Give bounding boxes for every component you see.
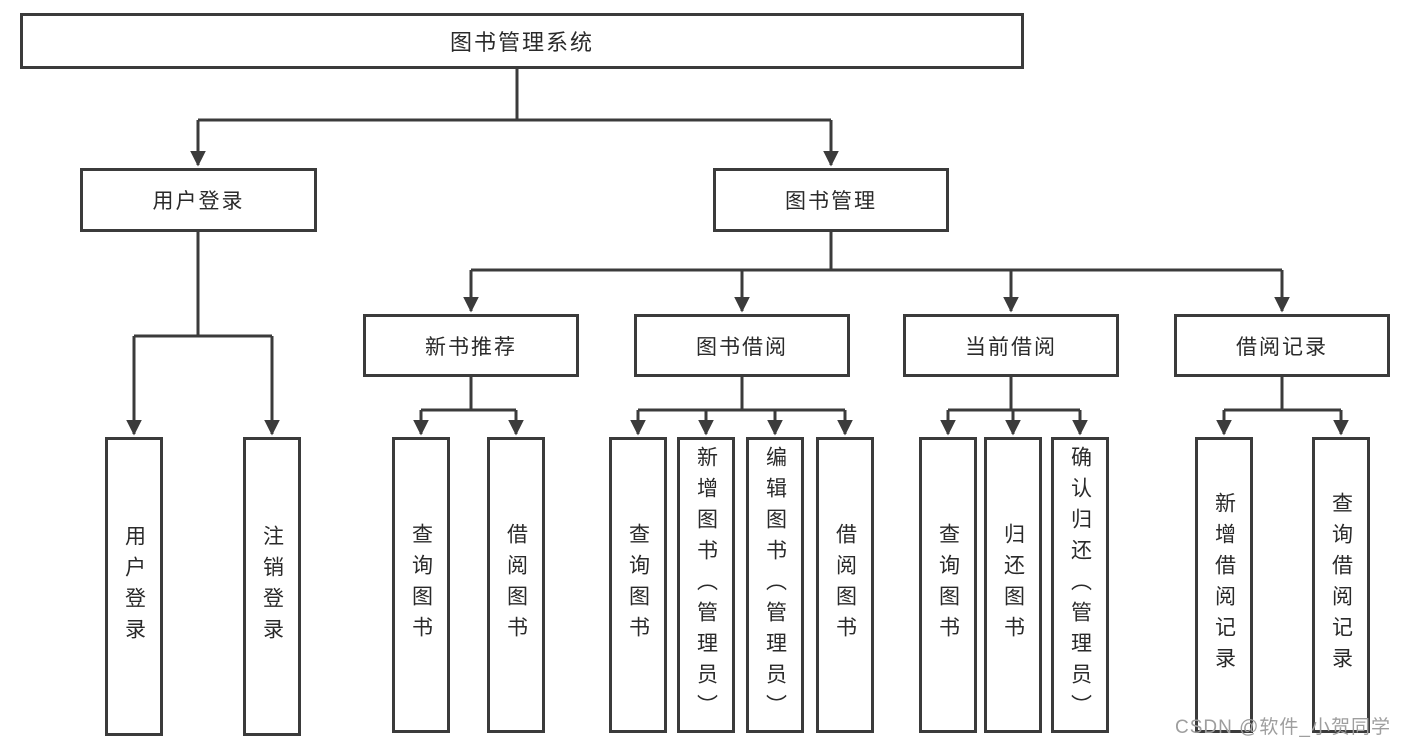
- node-root-label: 图书管理系统: [449, 30, 594, 55]
- node-book-borrow: 图书借阅: [634, 314, 850, 377]
- leaf-borrow-edit-books-admin: 编辑图书（管理员）: [746, 437, 804, 733]
- node-new-book-recommend-label: 新书推荐: [425, 335, 517, 359]
- node-borrow-records-label: 借阅记录: [1236, 335, 1328, 359]
- leaf-borrow-query-books-label: 查询图书: [626, 523, 650, 647]
- leaf-logout: 注销登录: [243, 437, 301, 736]
- leaf-recommend-borrow-books: 借阅图书: [487, 437, 545, 733]
- leaf-records-query-record-label: 查询借阅记录: [1329, 492, 1353, 678]
- leaf-current-confirm-return-admin-label: 确认归还（管理员）: [1068, 445, 1092, 725]
- connector-arrows: [126, 120, 1349, 436]
- leaf-records-add-record-label: 新增借阅记录: [1212, 492, 1236, 678]
- node-current-borrow-label: 当前借阅: [965, 335, 1057, 359]
- node-new-book-recommend: 新书推荐: [363, 314, 579, 377]
- node-book-management-label: 图书管理: [785, 190, 877, 213]
- leaf-borrow-query-books: 查询图书: [609, 437, 667, 733]
- leaf-user-login-label: 用户登录: [122, 524, 146, 649]
- leaf-current-return-books-label: 归还图书: [1001, 523, 1025, 647]
- leaf-borrow-add-books-admin-label: 新增图书（管理员）: [694, 445, 718, 725]
- leaf-current-query-books: 查询图书: [919, 437, 977, 733]
- leaf-current-query-books-label: 查询图书: [936, 523, 960, 647]
- leaf-records-add-record: 新增借阅记录: [1195, 437, 1253, 733]
- leaf-recommend-borrow-books-label: 借阅图书: [504, 523, 528, 647]
- leaf-current-confirm-return-admin: 确认归还（管理员）: [1051, 437, 1109, 733]
- leaf-borrow-borrow-books-label: 借阅图书: [833, 523, 857, 647]
- node-current-borrow: 当前借阅: [903, 314, 1119, 377]
- leaf-current-return-books: 归还图书: [984, 437, 1042, 733]
- node-book-borrow-label: 图书借阅: [696, 335, 788, 359]
- leaf-records-query-record: 查询借阅记录: [1312, 437, 1370, 733]
- leaf-user-login: 用户登录: [105, 437, 163, 736]
- leaf-recommend-query-books-label: 查询图书: [409, 523, 433, 647]
- leaf-logout-label: 注销登录: [260, 524, 284, 649]
- connector-trunks: [134, 69, 1341, 412]
- leaf-borrow-add-books-admin: 新增图书（管理员）: [677, 437, 735, 733]
- node-root: 图书管理系统: [20, 13, 1024, 69]
- node-user-login: 用户登录: [80, 168, 317, 232]
- node-book-management: 图书管理: [713, 168, 949, 232]
- leaf-borrow-edit-books-admin-label: 编辑图书（管理员）: [763, 445, 787, 725]
- node-borrow-records: 借阅记录: [1174, 314, 1390, 377]
- node-user-login-label: 用户登录: [152, 190, 245, 213]
- leaf-borrow-borrow-books: 借阅图书: [816, 437, 874, 733]
- csdn-watermark: CSDN @软件_小贺同学: [1175, 717, 1391, 738]
- leaf-recommend-query-books: 查询图书: [392, 437, 450, 733]
